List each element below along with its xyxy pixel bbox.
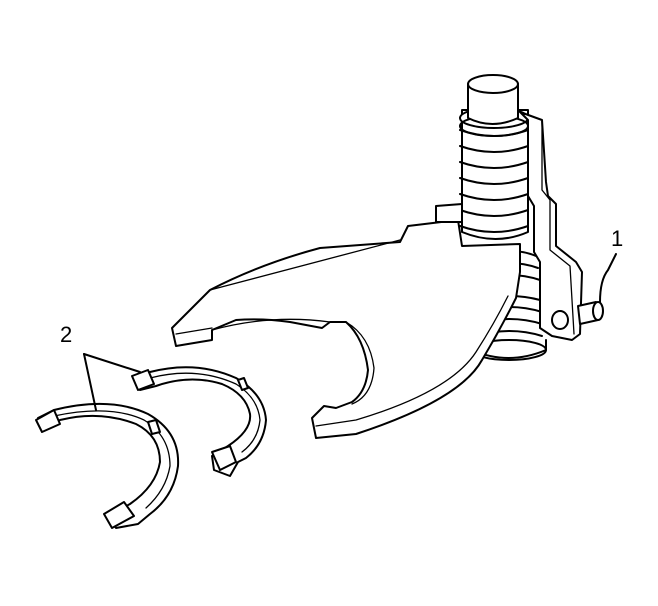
fork-body — [171, 219, 521, 439]
callout-leader-2b — [83, 353, 141, 373]
fork-tab — [435, 203, 463, 223]
ring-lug-front-bottom — [103, 501, 135, 529]
shaft-pin — [577, 301, 604, 325]
callout-label-1: 1 — [611, 226, 623, 251]
split-ring-front — [35, 402, 180, 529]
shift-fork-assembly — [171, 74, 604, 439]
callout-label-2: 2 — [60, 322, 72, 347]
ring-lug-back-top — [131, 369, 155, 391]
bracket-hole — [551, 310, 569, 330]
ring-lug-back-bottom — [211, 445, 237, 471]
callout-2: 2 — [60, 322, 141, 411]
split-ring-back — [131, 366, 267, 477]
shaft-top — [467, 74, 519, 125]
ring-lug-front-top — [35, 409, 61, 433]
upper-spring — [459, 107, 529, 240]
callout-1: 1 — [599, 226, 623, 303]
callout-leader-1 — [599, 253, 617, 303]
callout-leader-2a — [83, 353, 97, 411]
